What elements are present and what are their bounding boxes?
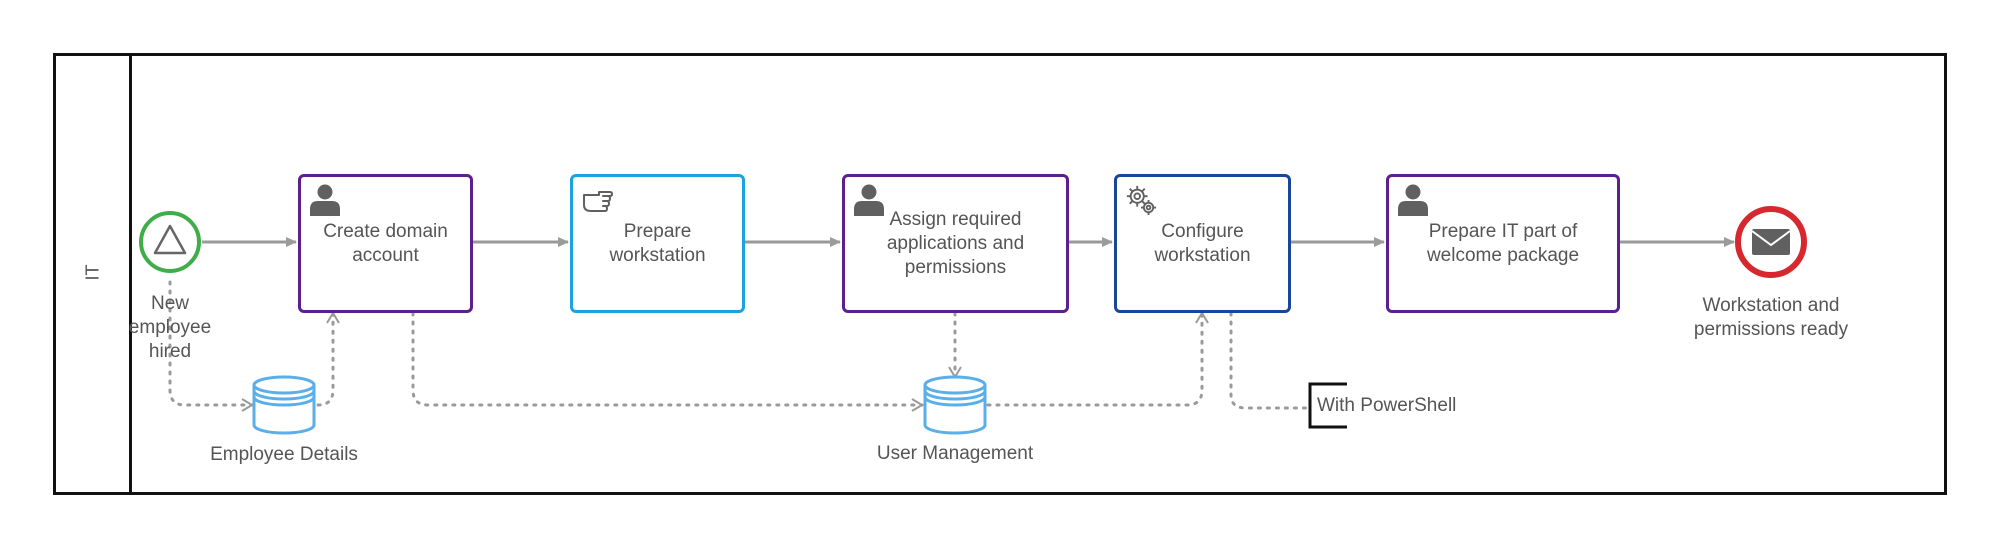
start-event-label: New employee hired <box>128 293 212 362</box>
user-icon <box>310 184 340 216</box>
annotation-text: With PowerShell <box>1317 395 1457 416</box>
task-prepare-workstation[interactable]: Prepare workstation <box>570 174 745 313</box>
start-event[interactable] <box>139 211 201 273</box>
data-store-user-management[interactable] <box>923 375 987 435</box>
data-store-employee-details[interactable] <box>252 375 316 435</box>
data-association[interactable] <box>316 311 340 407</box>
data-store-label: User Management <box>876 443 1034 464</box>
user-icon <box>1398 184 1428 216</box>
data-association[interactable] <box>168 280 254 412</box>
gear-icon <box>1126 185 1157 216</box>
triangle-icon <box>153 224 187 255</box>
data-association[interactable] <box>411 311 924 412</box>
lane-header <box>53 53 132 495</box>
user-icon <box>854 184 884 216</box>
data-association[interactable] <box>986 311 1209 407</box>
task-label: Assign required applications and permiss… <box>886 208 1025 278</box>
hand-icon <box>583 191 613 212</box>
task-label: Create domain account <box>323 220 448 266</box>
data-store-label: Employee Details <box>210 444 358 465</box>
annotation-association[interactable] <box>1229 311 1310 410</box>
envelope-icon <box>1751 229 1791 255</box>
task-create-domain-account[interactable]: Create domain account <box>298 174 473 313</box>
task-label: Prepare workstation <box>609 220 706 266</box>
task-label: Prepare IT part of welcome package <box>1426 220 1580 266</box>
task-prepare-welcome-package[interactable]: Prepare IT part of welcome package <box>1386 174 1620 313</box>
pool <box>53 53 1947 495</box>
task-configure-workstation[interactable]: Configure workstation <box>1114 174 1291 313</box>
annotation-bracket <box>1308 382 1347 429</box>
task-assign-applications[interactable]: Assign required applications and permiss… <box>842 174 1069 313</box>
end-event-label: Workstation and permissions ready <box>1693 295 1849 340</box>
task-label: Configure workstation <box>1154 220 1251 266</box>
